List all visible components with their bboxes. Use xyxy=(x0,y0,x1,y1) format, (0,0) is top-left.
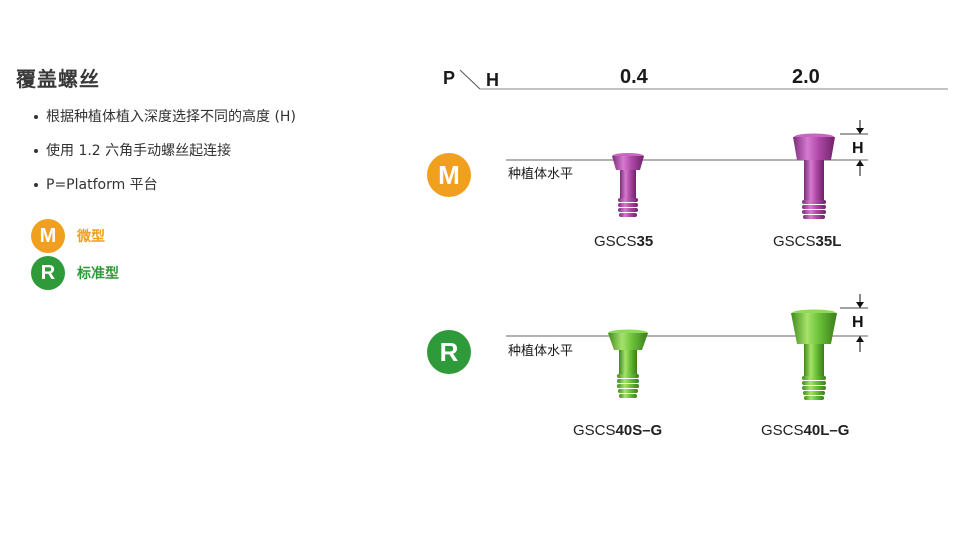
legend-label-regular: 标准型 xyxy=(77,266,119,282)
bullet-text: P=Platform 平台 xyxy=(46,177,158,193)
h-label-m: H xyxy=(852,140,864,157)
header-col-2-0: 2.0 xyxy=(792,66,820,88)
header-h: H xyxy=(486,70,499,90)
bullet-item: P=Platform 平台 xyxy=(34,174,158,194)
screw-gscs40l-g-icon xyxy=(791,309,837,400)
product-code-gscs35: GSCS35 xyxy=(594,233,653,250)
product-code-gscs40l-g: GSCS40L–G xyxy=(761,422,849,439)
implant-level-label: 种植体水平 xyxy=(508,344,574,359)
product-prefix: GSCS xyxy=(773,233,816,250)
legend-mini: M 微型 xyxy=(31,219,105,253)
bullet-dot-icon xyxy=(34,149,38,153)
regular-badge-icon: R xyxy=(31,256,65,290)
product-prefix: GSCS xyxy=(761,422,804,439)
h-label-r: H xyxy=(852,314,864,331)
header-p: P xyxy=(443,68,456,88)
product-suffix: 40S–G xyxy=(615,422,663,439)
header-diagonal xyxy=(459,69,481,90)
bullet-text: 根据种植体植入深度选择不同的高度 (H) xyxy=(46,109,296,125)
product-code-gscs35l: GSCS35L xyxy=(773,233,841,250)
row-badge-m-icon: M xyxy=(427,153,471,197)
legend-regular: R 标准型 xyxy=(31,256,119,290)
mini-badge-icon: M xyxy=(31,219,65,253)
bullet-item: 根据种植体植入深度选择不同的高度 (H) xyxy=(34,106,296,126)
page-title: 覆盖螺丝 xyxy=(16,67,100,91)
screw-gscs35-icon xyxy=(612,153,644,217)
bullet-dot-icon xyxy=(34,183,38,187)
bullet-text: 使用 1.2 六角手动螺丝起连接 xyxy=(46,143,232,159)
h-dimension-m-icon xyxy=(840,120,868,176)
product-prefix: GSCS xyxy=(573,422,616,439)
product-suffix: 35L xyxy=(815,233,842,250)
row-badge-r-icon: R xyxy=(427,330,471,374)
product-prefix: GSCS xyxy=(594,233,637,250)
bullet-dot-icon xyxy=(34,115,38,119)
bullet-item: 使用 1.2 六角手动螺丝起连接 xyxy=(34,140,231,160)
h-dimension-r-icon xyxy=(840,294,868,352)
header-col-0-4: 0.4 xyxy=(620,66,648,88)
screw-gscs40s-g-icon xyxy=(608,329,648,398)
implant-level-label: 种植体水平 xyxy=(508,167,574,182)
product-suffix: 35 xyxy=(636,233,654,250)
legend-label-mini: 微型 xyxy=(77,229,105,245)
product-suffix: 40L–G xyxy=(803,422,850,439)
screw-gscs35l-icon xyxy=(793,133,835,219)
product-code-gscs40s-g: GSCS40S–G xyxy=(573,422,662,439)
